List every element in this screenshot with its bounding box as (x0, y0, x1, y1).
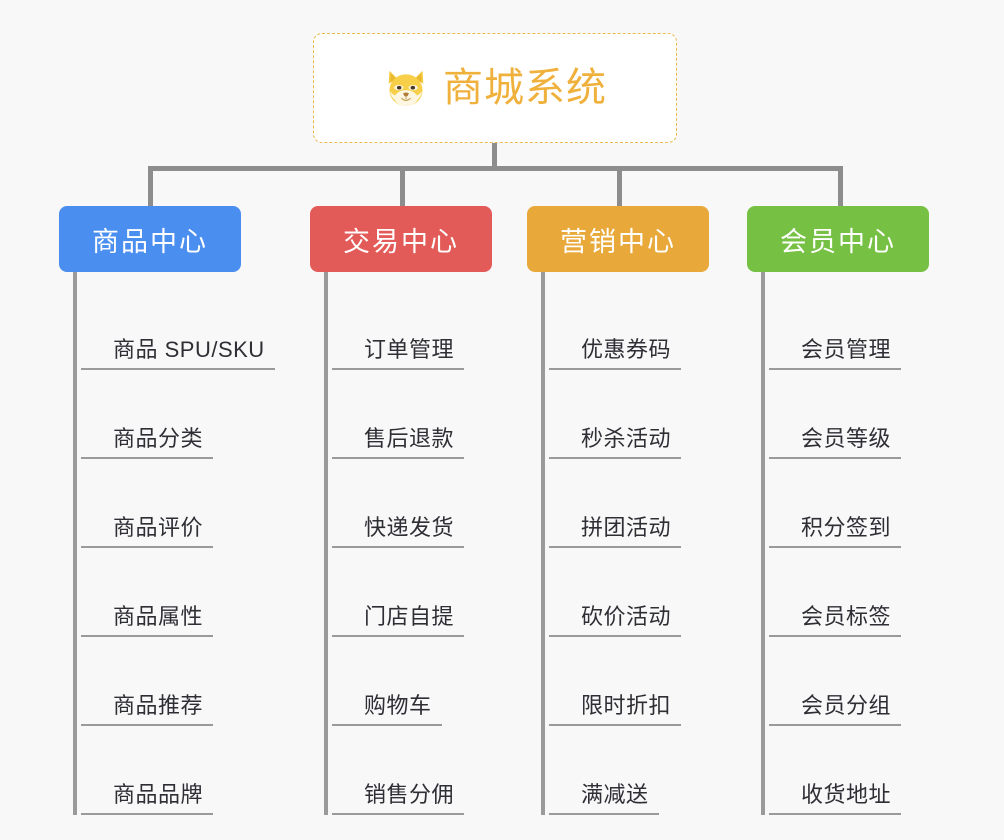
leaf-label: 会员等级 (801, 425, 892, 451)
leaf-label: 满减送 (581, 781, 649, 807)
leaf-item[interactable]: 商品属性 (81, 548, 299, 637)
category-title-2: 交易中心 (343, 226, 459, 257)
leaf-item[interactable]: 限时折扣 (549, 637, 767, 726)
leaf-item[interactable]: 商品 SPU/SKU (81, 281, 299, 370)
connector-drop-2 (400, 166, 405, 208)
leaf-item[interactable]: 购物车 (332, 637, 550, 726)
leaf-label: 商品推荐 (113, 692, 204, 718)
leaf-item[interactable]: 商品评价 (81, 459, 299, 548)
branch-column-2: 交易中心 订单管理 售后退款 快递发货 门店自提 购物车 销售分佣 (310, 206, 550, 815)
leaf-label: 优惠券码 (581, 336, 672, 362)
leaf-item[interactable]: 砍价活动 (549, 548, 767, 637)
leaf-label: 收货地址 (801, 781, 892, 807)
root-title: 商城系统 (443, 66, 607, 110)
leaf-label: 商品属性 (113, 603, 204, 629)
branch-column-1: 商品中心 商品 SPU/SKU 商品分类 商品评价 商品属性 商品推荐 商品品牌 (59, 206, 299, 815)
leaf-item[interactable]: 积分签到 (769, 459, 987, 548)
leaf-item[interactable]: 满减送 (549, 726, 767, 815)
leaf-label: 商品评价 (113, 514, 204, 540)
leaf-item[interactable]: 售后退款 (332, 370, 550, 459)
leaf-label: 订单管理 (364, 336, 455, 362)
leaf-label: 门店自提 (364, 603, 455, 629)
category-header-1[interactable]: 商品中心 (59, 206, 241, 272)
connector-drop-3 (617, 166, 622, 208)
connector-root-stem (492, 143, 497, 171)
leaf-label: 商品 SPU/SKU (113, 336, 265, 362)
leaf-label: 商品品牌 (113, 781, 204, 807)
leaf-label: 商品分类 (113, 425, 204, 451)
leaf-label: 销售分佣 (364, 781, 455, 807)
leaf-item[interactable]: 优惠券码 (549, 281, 767, 370)
leaf-list-1: 商品 SPU/SKU 商品分类 商品评价 商品属性 商品推荐 商品品牌 (73, 272, 299, 815)
leaf-label: 砍价活动 (581, 603, 672, 629)
leaf-item[interactable]: 拼团活动 (549, 459, 767, 548)
leaf-label: 会员标签 (801, 603, 892, 629)
connector-drop-1 (148, 166, 153, 208)
leaf-label: 售后退款 (364, 425, 455, 451)
leaf-label: 快递发货 (364, 514, 455, 540)
leaf-item[interactable]: 会员标签 (769, 548, 987, 637)
leaf-item[interactable]: 收货地址 (769, 726, 987, 815)
leaf-label: 会员管理 (801, 336, 892, 362)
connector-drop-4 (838, 166, 843, 208)
shiba-dog-face-icon (388, 70, 424, 106)
leaf-item[interactable]: 会员管理 (769, 281, 987, 370)
branch-column-4: 会员中心 会员管理 会员等级 积分签到 会员标签 会员分组 收货地址 (747, 206, 987, 815)
leaf-label: 积分签到 (801, 514, 892, 540)
leaf-list-3: 优惠券码 秒杀活动 拼团活动 砍价活动 限时折扣 满减送 (541, 272, 767, 815)
leaf-list-2: 订单管理 售后退款 快递发货 门店自提 购物车 销售分佣 (324, 272, 550, 815)
branch-column-3: 营销中心 优惠券码 秒杀活动 拼团活动 砍价活动 限时折扣 满减送 (527, 206, 767, 815)
leaf-item[interactable]: 秒杀活动 (549, 370, 767, 459)
connector-trunk (148, 166, 843, 171)
leaf-label: 购物车 (364, 692, 432, 718)
category-title-1: 商品中心 (92, 226, 208, 257)
leaf-item[interactable]: 会员等级 (769, 370, 987, 459)
leaf-item[interactable]: 商品分类 (81, 370, 299, 459)
root-node-shop-system[interactable]: 商城系统 (313, 33, 677, 143)
leaf-list-4: 会员管理 会员等级 积分签到 会员标签 会员分组 收货地址 (761, 272, 987, 815)
leaf-item[interactable]: 商品推荐 (81, 637, 299, 726)
category-header-4[interactable]: 会员中心 (747, 206, 929, 272)
leaf-item[interactable]: 快递发货 (332, 459, 550, 548)
leaf-item[interactable]: 会员分组 (769, 637, 987, 726)
leaf-label: 秒杀活动 (581, 425, 672, 451)
leaf-label: 拼团活动 (581, 514, 672, 540)
leaf-item[interactable]: 销售分佣 (332, 726, 550, 815)
leaf-label: 会员分组 (801, 692, 892, 718)
category-header-3[interactable]: 营销中心 (527, 206, 709, 272)
leaf-label: 限时折扣 (581, 692, 672, 718)
leaf-item[interactable]: 订单管理 (332, 281, 550, 370)
category-title-3: 营销中心 (560, 226, 676, 257)
leaf-item[interactable]: 商品品牌 (81, 726, 299, 815)
category-header-2[interactable]: 交易中心 (310, 206, 492, 272)
leaf-item[interactable]: 门店自提 (332, 548, 550, 637)
category-title-4: 会员中心 (780, 226, 896, 257)
